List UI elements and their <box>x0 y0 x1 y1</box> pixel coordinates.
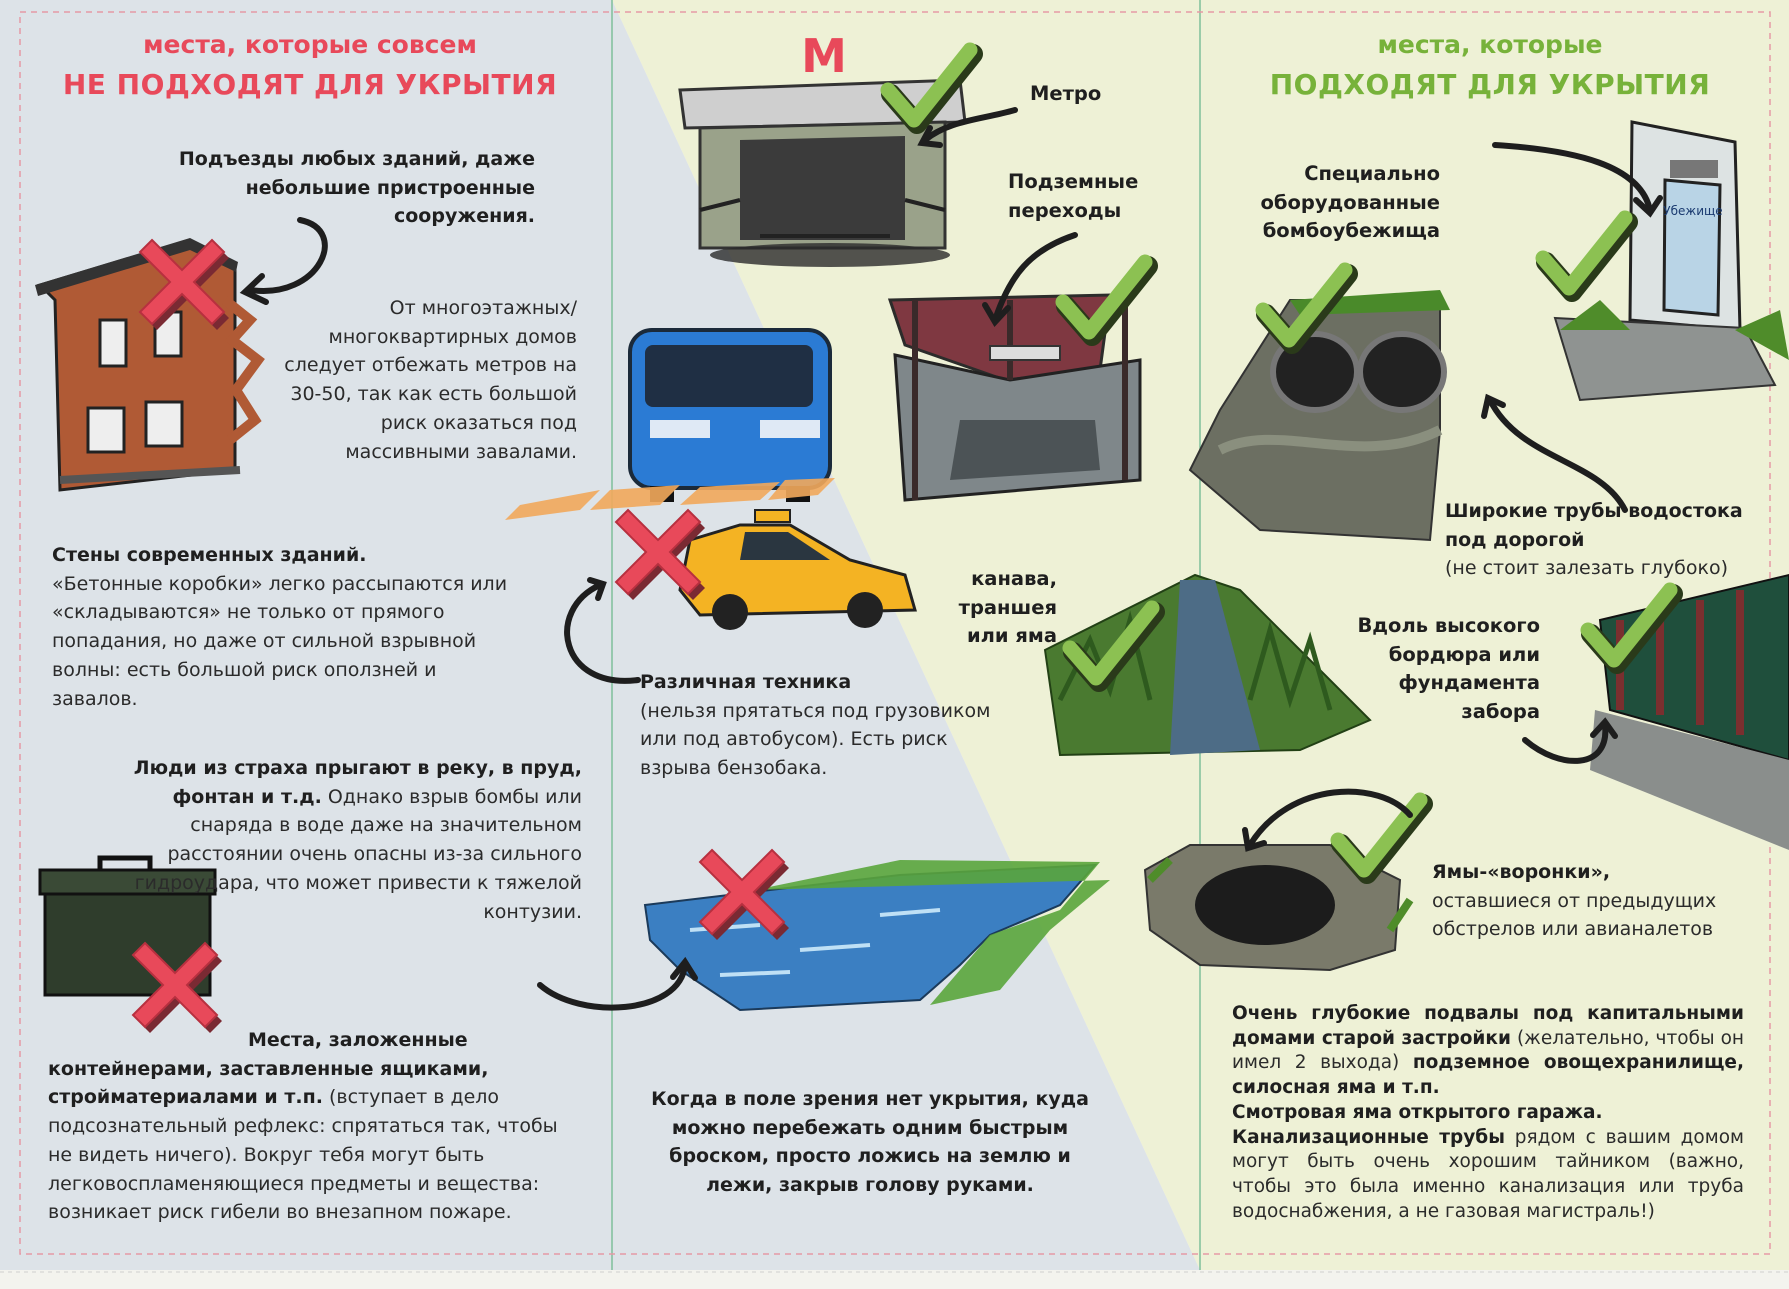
walls-body: «Бетонные коробки» легко рассыпаются или… <box>52 572 508 710</box>
vehicles-bold: Различная техника <box>640 671 852 693</box>
shelter-sign: Убежище <box>1663 204 1722 218</box>
basements-body1: (желательно, чтобы он имел 2 выхода) <box>1232 1027 1745 1074</box>
brick-house-illustration <box>35 238 265 492</box>
craters-bold: Ямы-«воронки», <box>1432 861 1611 883</box>
pipes-bold: Широкие трубы водостока под дорогой <box>1445 500 1743 551</box>
good-heading-line1: места, которые <box>1377 30 1603 59</box>
arrow-entrance <box>247 217 328 294</box>
arrow-curb <box>1522 722 1609 764</box>
bus-illustration <box>628 328 832 502</box>
crosswalk-illustration <box>505 478 835 520</box>
basements-body4: рядом с вашим домом могут быть очень хор… <box>1232 1126 1744 1222</box>
taxi-illustration <box>678 509 917 630</box>
craters-text: Ямы-«воронки», оставшиеся от предыдущих … <box>1432 858 1772 944</box>
arrow-metro <box>922 107 1018 143</box>
walls-text: Стены современных зданий. «Бетонные коро… <box>52 541 522 713</box>
crater-illustration <box>1143 844 1414 972</box>
vehicles-text: Различная техника (нельзя прятаться под … <box>640 668 1010 783</box>
no-cover-text: Когда в поле зрения нет укрытия, куда мо… <box>645 1085 1095 1200</box>
arrow-pipes <box>1487 397 1628 513</box>
metro-label: Метро <box>1030 82 1102 105</box>
basements-bold4: Канализационные трубы <box>1232 1126 1505 1148</box>
ditch-label: канава, траншея или яма <box>958 567 1057 648</box>
multistory-text: От многоэтажных/ многоквартирных домов с… <box>265 294 577 466</box>
water-bold: Люди из страха прыгают в реку, в пруд, ф… <box>133 757 582 808</box>
containers-bold: Места, заложенные контейнерами, заставле… <box>48 1029 489 1109</box>
vehicles-body: (нельзя прятаться под грузовиком или под… <box>640 699 991 780</box>
basements-text: Очень глубокие подвалы под капитальными … <box>1232 1002 1744 1224</box>
underpass-label: Подземные переходы <box>1008 170 1139 222</box>
shelters-label: Специально оборудованные бомбоубежища <box>1260 162 1440 243</box>
arrow-underpass <box>992 232 1078 323</box>
pipes-body: (не стоит залезать глубоко) <box>1445 557 1729 580</box>
arrow-river <box>537 962 688 1011</box>
basements-bold2: подземное овощехранилище, силосная яма и… <box>1232 1052 1745 1099</box>
basements-bold3: Смотровая яма открытого гаража. <box>1232 1101 1603 1123</box>
pipes-text: Широкие трубы водостока под дорогой (не … <box>1445 497 1765 583</box>
entrances-bold: Подъезды любых зданий, даже небольшие пр… <box>178 148 535 228</box>
multistory-body: От многоэтажных/ многоквартирных домов с… <box>284 297 577 463</box>
walls-bold: Стены современных зданий. <box>52 544 367 566</box>
bad-heading-line2: НЕ ПОДХОДЯТ ДЛЯ УКРЫТИЯ <box>62 68 558 101</box>
basements-bold1: Очень глубокие подвалы под капитальными … <box>1232 1003 1744 1049</box>
no-cover-body: Когда в поле зрения нет укрытия, куда мо… <box>651 1088 1089 1197</box>
entrances-text: Подъезды любых зданий, даже небольшие пр… <box>150 145 535 231</box>
curb-label: Вдоль высокого бордюра или фундамента за… <box>1357 614 1540 724</box>
water-text: Люди из страха прыгают в реку, в пруд, ф… <box>120 754 582 926</box>
water-body: Однако взрыв бомбы или снаряда в воде да… <box>134 785 582 923</box>
arrow-crater <box>1247 788 1413 848</box>
good-heading-line2: ПОДХОДЯТ ДЛЯ УКРЫТИЯ <box>1269 68 1711 101</box>
metro-sign: М <box>801 29 847 83</box>
shelter-booth-illustration: Убежище <box>1553 120 1789 402</box>
containers-body: (вступает в дело подсознательный рефлекс… <box>48 1086 558 1224</box>
arrows <box>239 107 1663 1011</box>
arrow-vehicles <box>564 582 641 684</box>
underpass-illustration <box>887 293 1142 502</box>
containers-text: Места, заложенные контейнерами, заставле… <box>48 1026 583 1227</box>
arrow-shelter <box>1492 142 1653 213</box>
bad-heading-line1: места, которые совсем <box>143 30 477 59</box>
craters-body: оставшиеся от предыдущих обстрелов или а… <box>1432 889 1717 941</box>
